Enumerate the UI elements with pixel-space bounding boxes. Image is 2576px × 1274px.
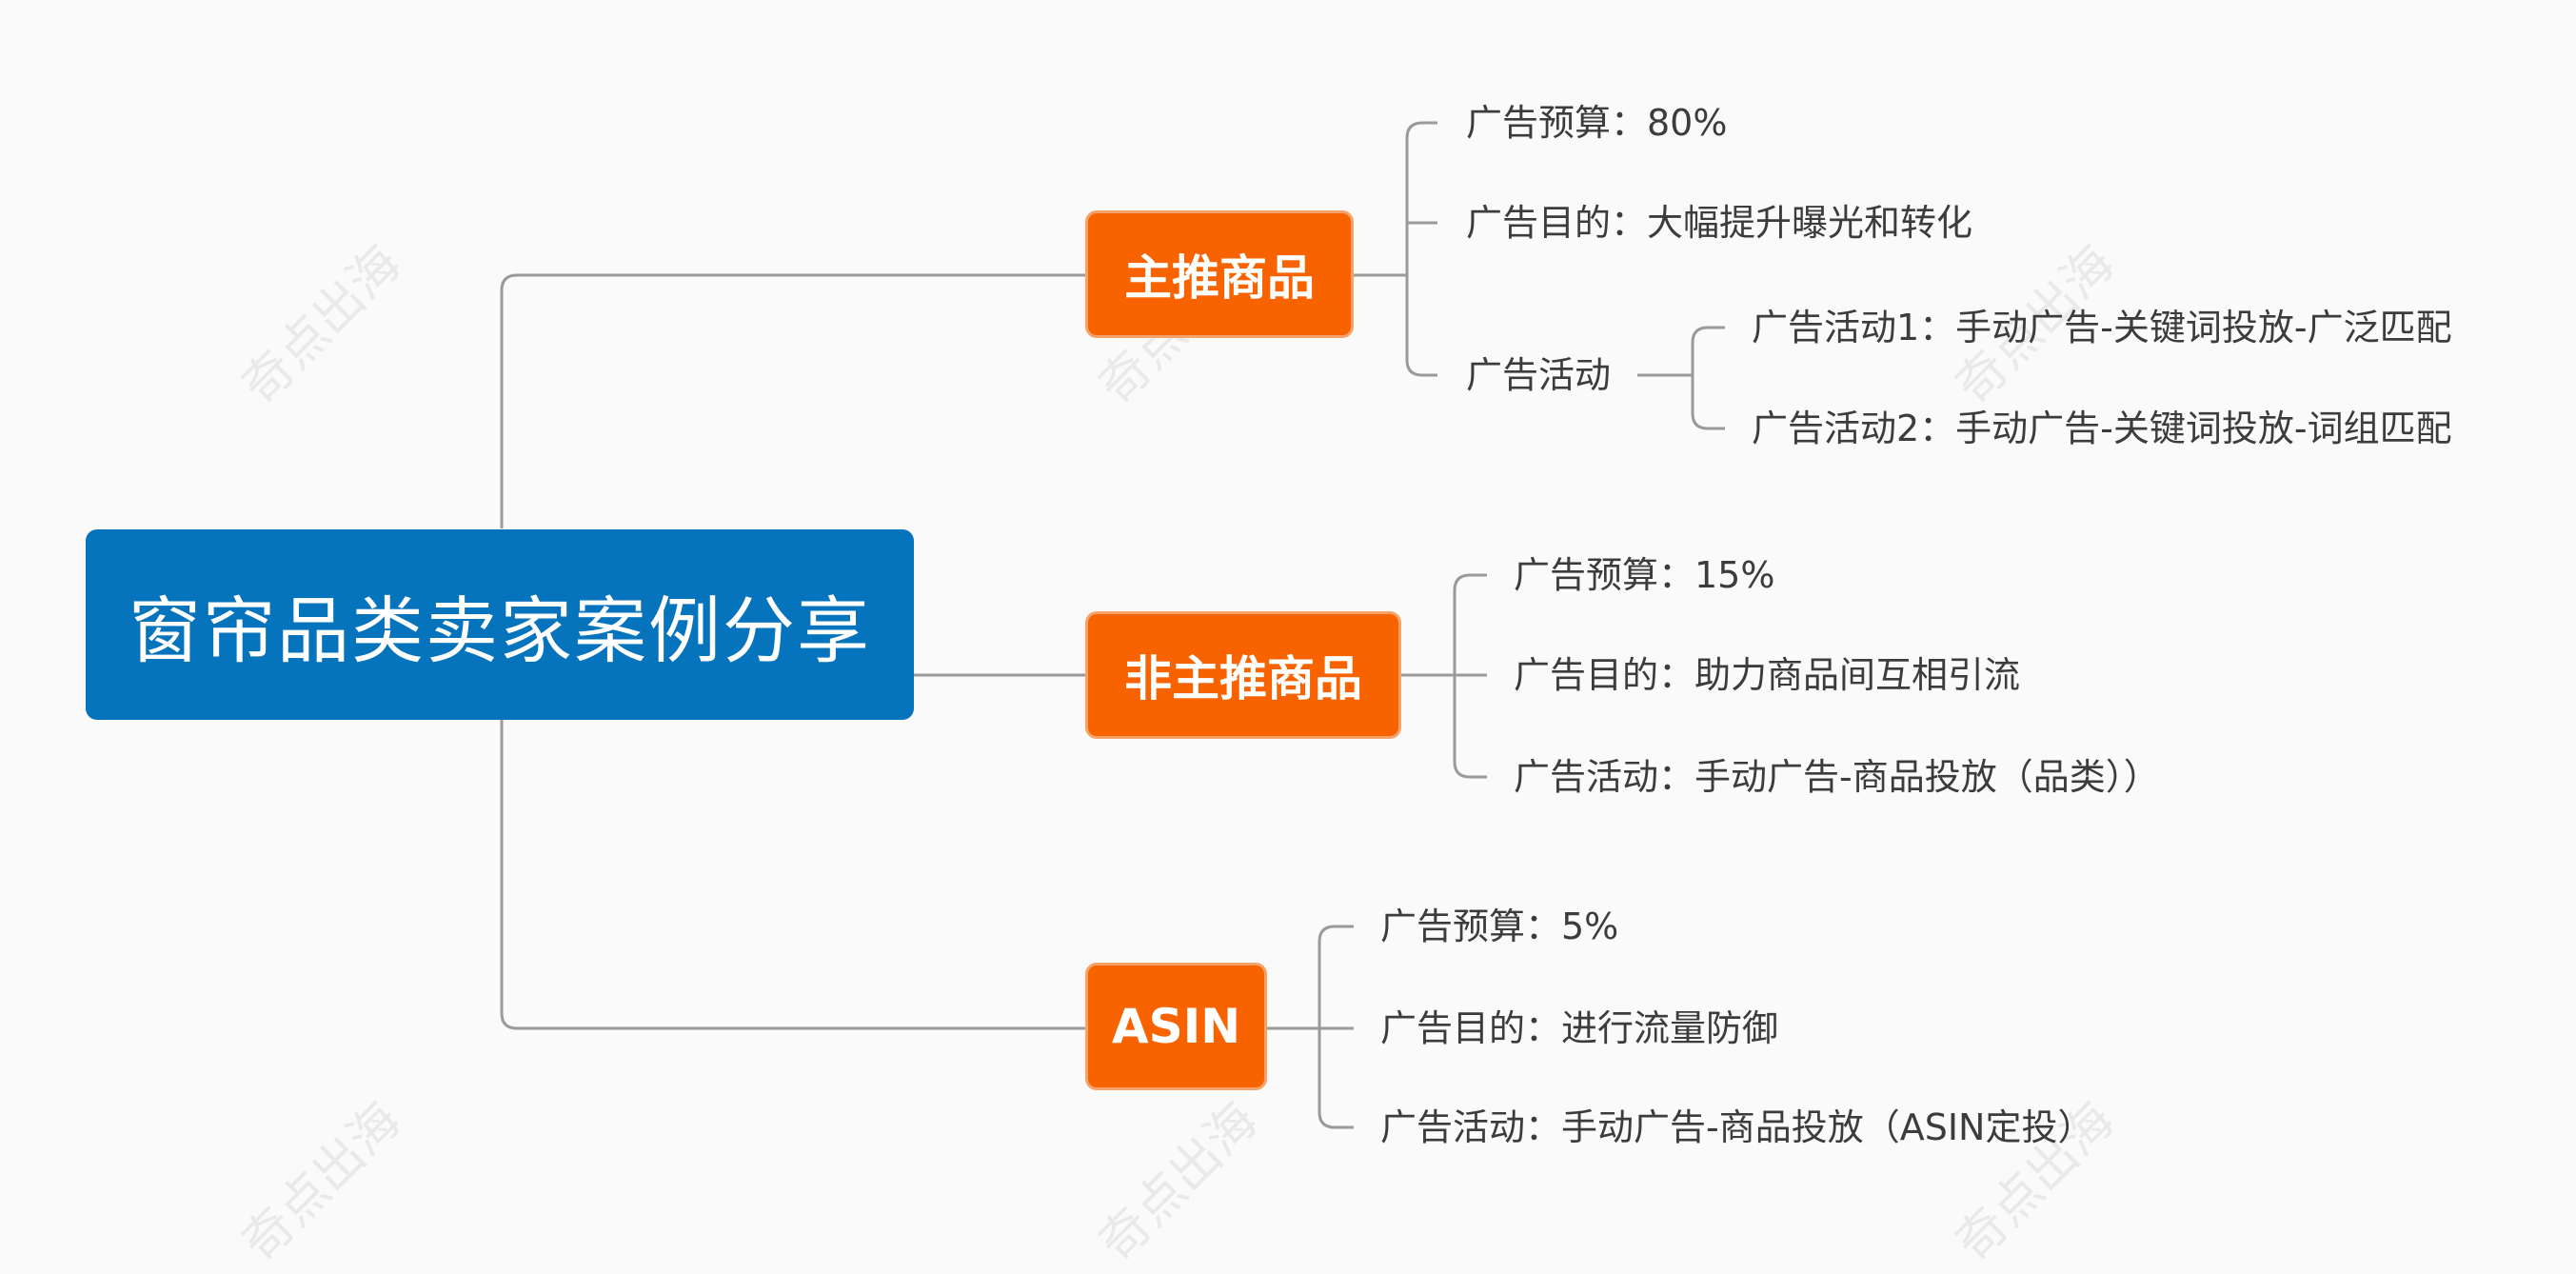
connector-root-branch-1 [500,273,1085,528]
leaf-campaign[interactable]: 广告活动：手动广告-商品投放（ASIN定投） [1380,1106,2094,1148]
leaf-campaign[interactable]: 广告活动 [1466,354,1612,396]
branch-label: 主推商品 [1124,250,1315,306]
root-topic-label: 窗帘品类卖家案例分享 [129,588,871,673]
branch-label: ASIN [1111,999,1241,1054]
branch-label: 非主推商品 [1124,651,1362,707]
root-topic[interactable]: 窗帘品类卖家案例分享 [86,529,914,720]
leaf-goal[interactable]: 广告目的：助力商品间互相引流 [1514,654,2021,696]
leaf-goal[interactable]: 广告目的：大幅提升曝光和转化 [1466,202,1973,244]
leaf-campaign[interactable]: 广告活动：手动广告-商品投放（品类）） [1514,756,2160,798]
connector-branch-3-items [1267,925,1354,1129]
leaf-campaign-1[interactable]: 广告活动1：手动广告-关键词投放-广泛匹配 [1752,307,2452,348]
connector-root-branch-3 [500,720,1085,1030]
leaf-campaign-2[interactable]: 广告活动2：手动广告-关键词投放-词组匹配 [1752,408,2452,449]
branch-asin[interactable]: ASIN [1085,963,1267,1090]
connector-branch-1-items [1354,121,1437,377]
leaf-goal[interactable]: 广告目的：进行流量防御 [1380,1007,1779,1049]
branch-main-products[interactable]: 主推商品 [1085,210,1354,338]
leaf-budget[interactable]: 广告预算：5% [1380,906,1619,947]
connector-branch-2-items [1401,573,1487,779]
leaf-budget[interactable]: 广告预算：80% [1466,102,1728,144]
leaf-budget[interactable]: 广告预算：15% [1514,554,1775,596]
branch-non-main-products[interactable]: 非主推商品 [1085,611,1401,739]
connector-activity-children [1637,326,1725,430]
